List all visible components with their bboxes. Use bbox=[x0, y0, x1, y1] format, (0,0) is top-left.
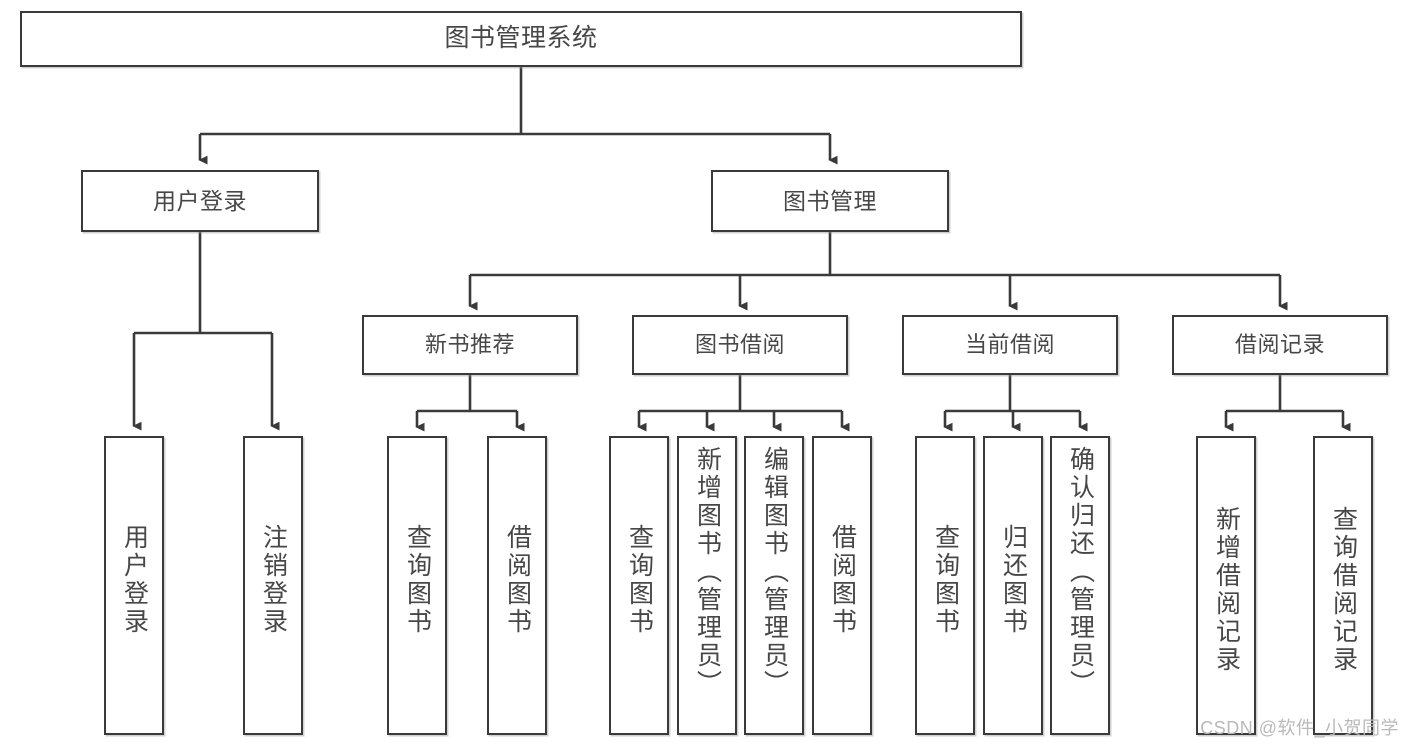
node-leaf-3[interactable]: 借阅图书 bbox=[487, 436, 547, 735]
node-leaf-11[interactable]: 新增借阅记录 bbox=[1196, 436, 1256, 735]
node-level3-2[interactable]: 当前借阅 bbox=[902, 315, 1118, 375]
node-leaf-0[interactable]: 用户登录 bbox=[104, 436, 164, 735]
node-level3-0-label: 新书推荐 bbox=[424, 332, 515, 358]
node-level3-1[interactable]: 图书借阅 bbox=[632, 315, 848, 375]
node-level2-0-label: 用户登录 bbox=[153, 187, 247, 214]
node-leaf-8-label: 查询图书 bbox=[931, 524, 960, 636]
node-level3-0[interactable]: 新书推荐 bbox=[362, 315, 578, 375]
node-leaf-7-label: 借阅图书 bbox=[828, 524, 857, 636]
node-leaf-4-label: 查询图书 bbox=[625, 524, 654, 636]
node-leaf-9[interactable]: 归还图书 bbox=[983, 436, 1043, 735]
node-leaf-1[interactable]: 注销登录 bbox=[243, 436, 303, 735]
node-leaf-4[interactable]: 查询图书 bbox=[609, 436, 669, 735]
node-leaf-2-label: 查询图书 bbox=[403, 524, 432, 636]
node-level3-3-label: 借阅记录 bbox=[1234, 332, 1325, 358]
node-level3-1-label: 图书借阅 bbox=[694, 332, 785, 358]
node-leaf-0-label: 用户登录 bbox=[120, 524, 149, 636]
node-level2-1[interactable]: 图书管理 bbox=[711, 170, 949, 232]
node-level3-2-label: 当前借阅 bbox=[964, 332, 1055, 358]
node-leaf-7[interactable]: 借阅图书 bbox=[812, 436, 872, 735]
node-level2-0[interactable]: 用户登录 bbox=[81, 170, 319, 232]
node-leaf-8[interactable]: 查询图书 bbox=[915, 436, 975, 735]
node-level2-1-label: 图书管理 bbox=[783, 187, 877, 214]
node-leaf-6[interactable]: 编辑图书（管理员） bbox=[744, 436, 804, 735]
node-leaf-12[interactable]: 查询借阅记录 bbox=[1313, 436, 1373, 735]
node-leaf-6-label: 编辑图书（管理员） bbox=[760, 446, 789, 698]
node-leaf-5[interactable]: 新增图书（管理员） bbox=[677, 436, 737, 735]
node-level3-3[interactable]: 借阅记录 bbox=[1172, 315, 1388, 375]
node-leaf-10-label: 确认归还（管理员） bbox=[1066, 446, 1095, 698]
node-root[interactable]: 图书管理系统 bbox=[20, 11, 1022, 67]
watermark-text: CSDN @软件_小贺同学 bbox=[1200, 718, 1399, 738]
node-leaf-10[interactable]: 确认归还（管理员） bbox=[1050, 436, 1110, 735]
node-leaf-2[interactable]: 查询图书 bbox=[387, 436, 447, 735]
node-leaf-5-label: 新增图书（管理员） bbox=[693, 446, 722, 698]
node-root-label: 图书管理系统 bbox=[444, 24, 598, 53]
node-leaf-9-label: 归还图书 bbox=[999, 524, 1028, 636]
node-leaf-1-label: 注销登录 bbox=[259, 524, 288, 636]
node-leaf-11-label: 新增借阅记录 bbox=[1212, 506, 1241, 674]
node-leaf-3-label: 借阅图书 bbox=[503, 524, 532, 636]
node-leaf-12-label: 查询借阅记录 bbox=[1329, 506, 1358, 674]
